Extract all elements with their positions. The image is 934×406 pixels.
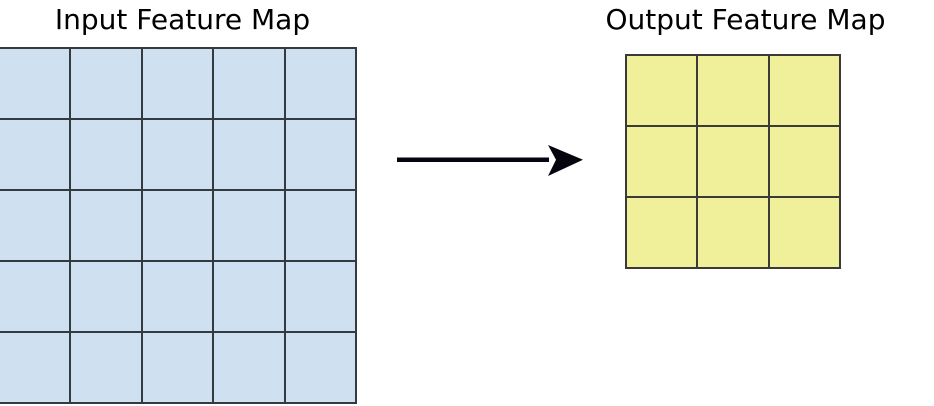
input-cell <box>0 120 70 189</box>
input-cell <box>71 191 141 260</box>
input-cell <box>285 49 355 118</box>
input-cell <box>285 262 355 331</box>
input-cell <box>214 333 284 402</box>
input-cell <box>142 120 213 189</box>
output-cell <box>627 198 697 267</box>
input-cell <box>71 120 141 189</box>
input-cell <box>0 49 70 118</box>
input-cell <box>142 333 213 402</box>
input-feature-map-grid <box>0 47 357 404</box>
output-feature-map-title: Output Feature Map <box>605 3 886 36</box>
input-cell <box>214 49 284 118</box>
output-cell <box>627 56 697 125</box>
output-cell <box>698 127 768 196</box>
input-cell <box>142 49 213 118</box>
output-cell <box>698 56 768 125</box>
output-feature-map-grid <box>625 54 841 269</box>
input-cell <box>285 333 355 402</box>
input-cell <box>0 191 70 260</box>
input-cell <box>0 262 70 331</box>
input-cell <box>214 262 284 331</box>
input-cell <box>285 120 355 189</box>
input-cell <box>71 49 141 118</box>
input-feature-map-title: Input Feature Map <box>54 3 311 36</box>
input-cell <box>142 262 213 331</box>
input-cell <box>214 120 284 189</box>
input-cell <box>71 262 141 331</box>
output-cell <box>769 198 839 267</box>
output-cell <box>769 127 839 196</box>
input-cell <box>285 191 355 260</box>
input-cell <box>214 191 284 260</box>
input-cell <box>71 333 141 402</box>
input-cell <box>142 191 213 260</box>
input-cell <box>0 333 70 402</box>
transform-arrow-icon <box>397 145 583 176</box>
output-cell <box>769 56 839 125</box>
output-cell <box>698 198 768 267</box>
output-cell <box>627 127 697 196</box>
